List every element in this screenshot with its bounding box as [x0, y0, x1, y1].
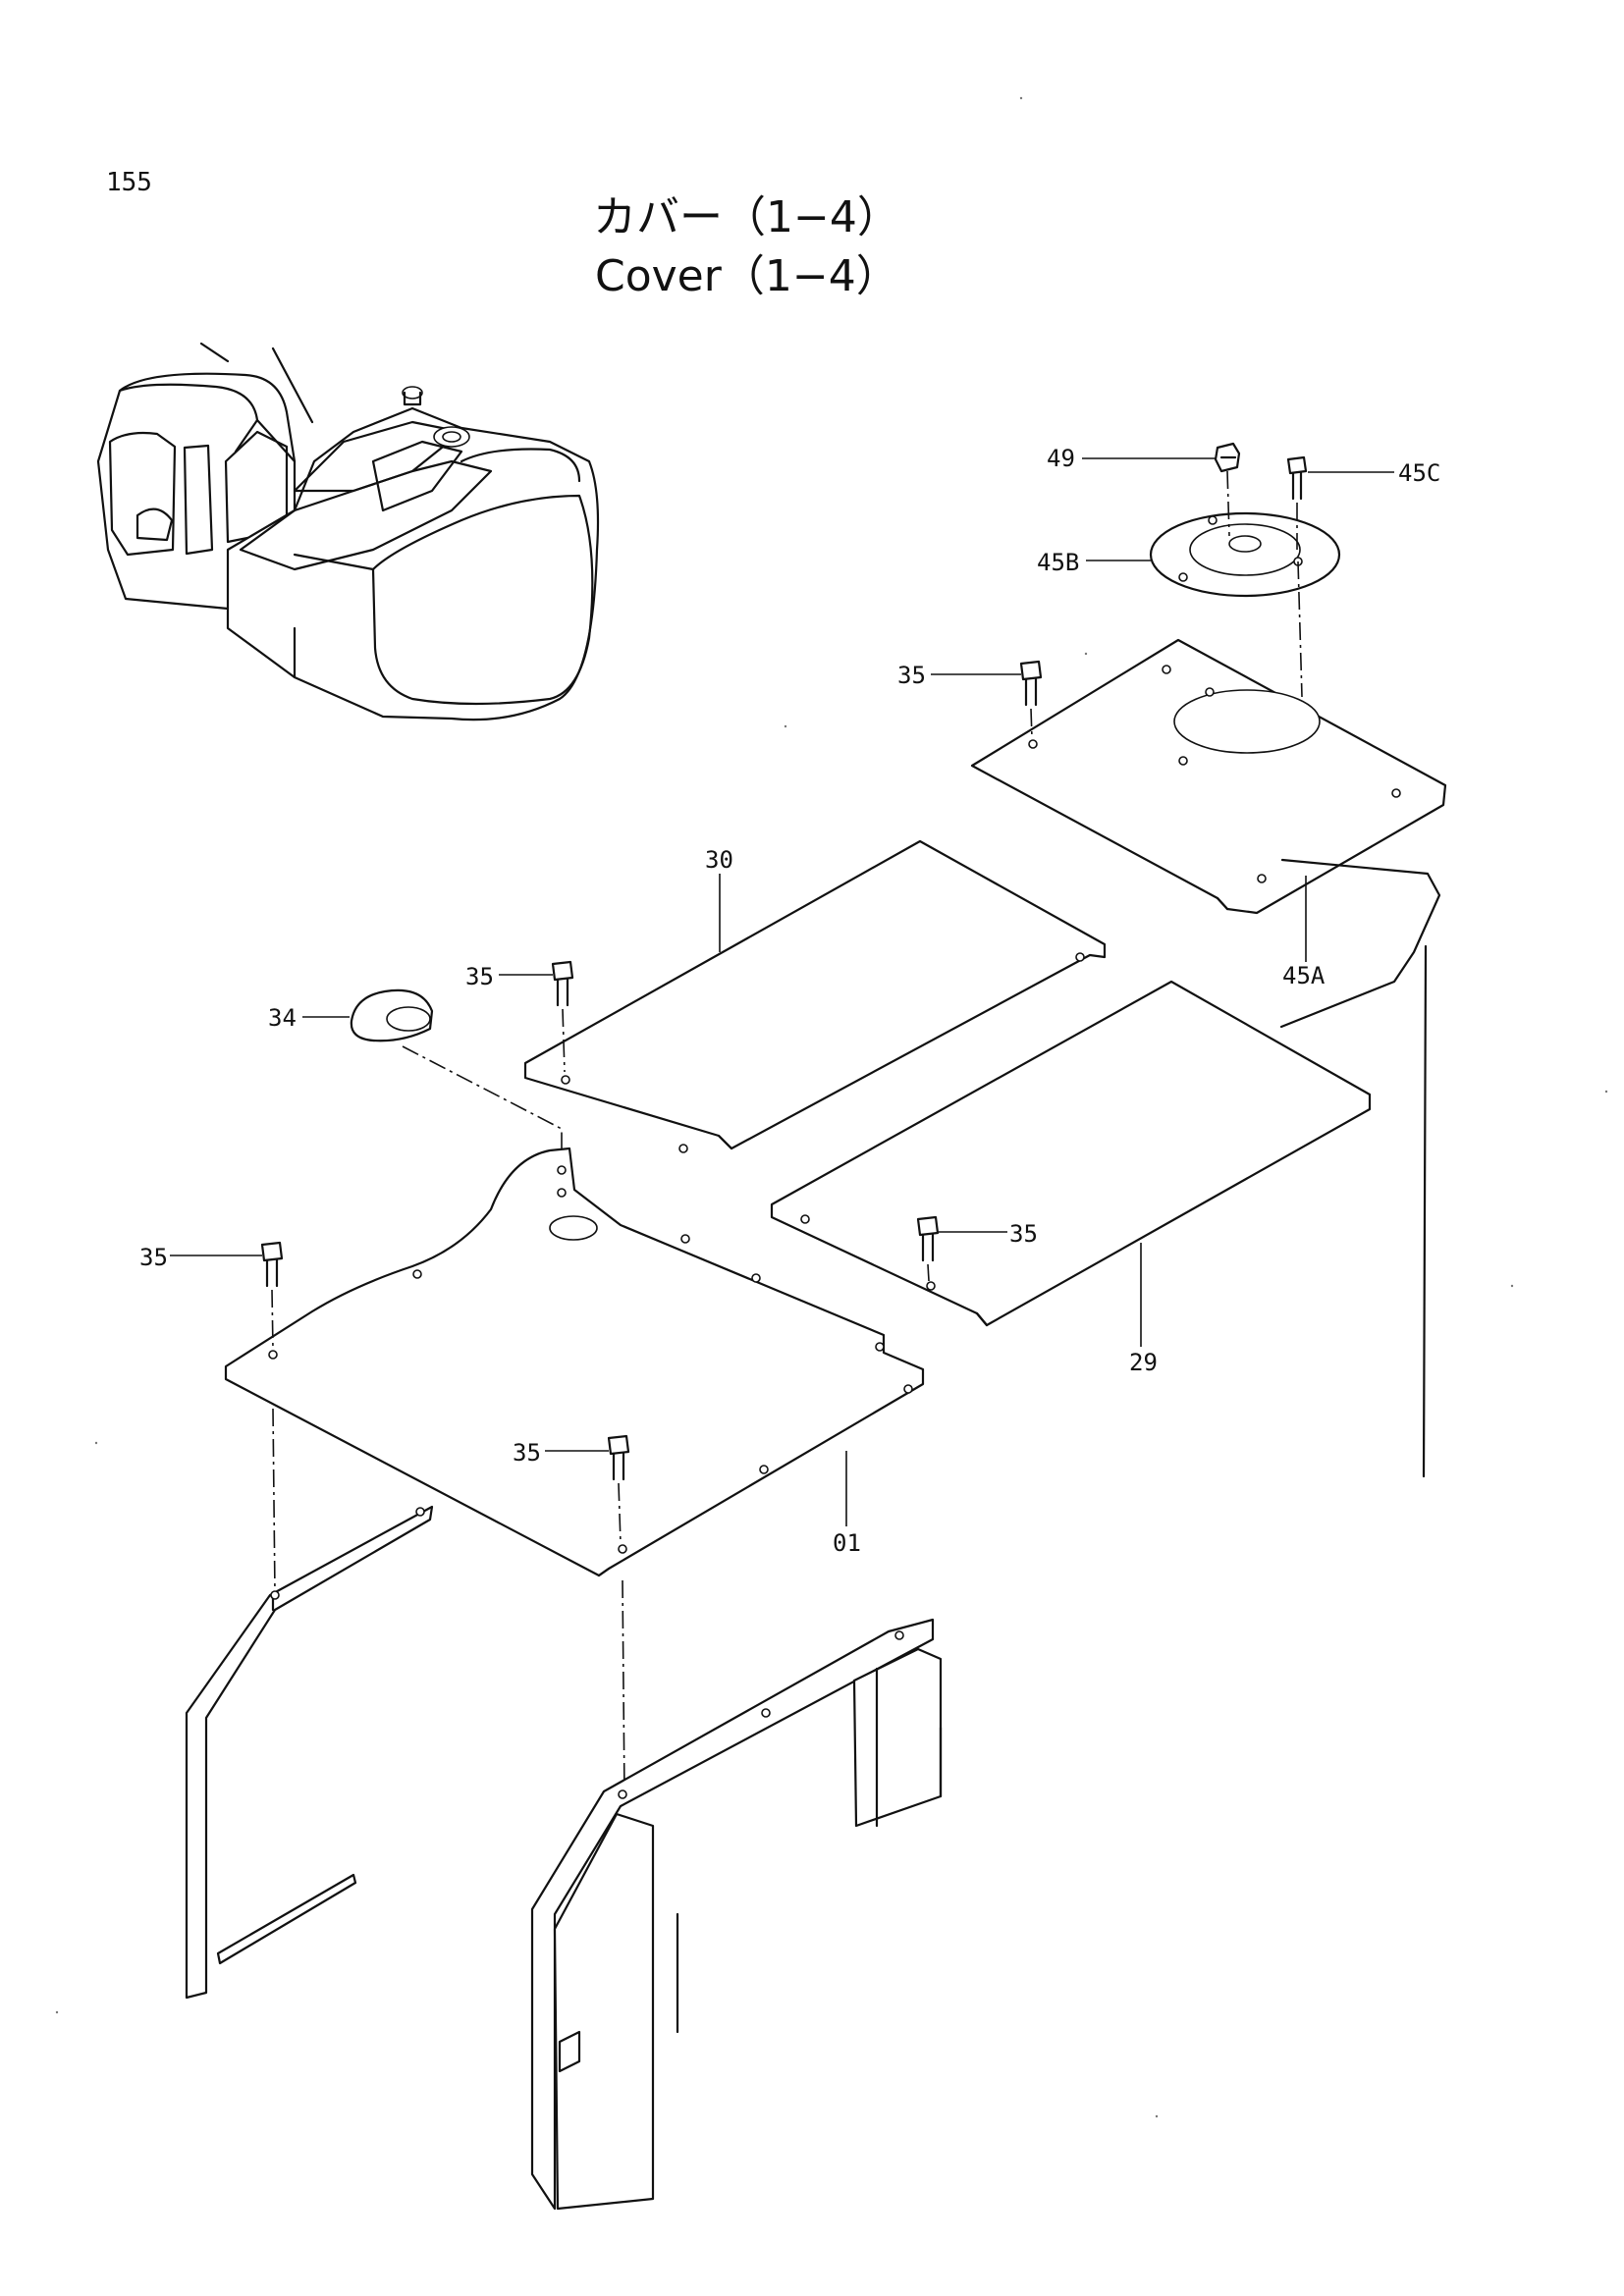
bolt-35-center	[916, 1215, 940, 1282]
bolt-35-upper-middle	[551, 960, 574, 1073]
part-01-floor-plate	[224, 1147, 925, 1577]
bolt-35-lower	[607, 1434, 630, 1797]
part-29-cover-plate	[770, 980, 1372, 1327]
callout-30: 30	[705, 846, 733, 874]
bolt-35-left	[260, 1241, 284, 1596]
callout-45A: 45A	[1282, 962, 1326, 989]
part-34-cap	[350, 988, 563, 1173]
side-bracket-right	[1279, 858, 1441, 1478]
frame-left	[185, 1505, 434, 2000]
callout-45B: 45B	[1037, 549, 1079, 576]
part-49-nut	[1214, 442, 1241, 537]
callout-49: 49	[1047, 445, 1075, 472]
callout-34: 34	[268, 1004, 297, 1032]
callout-35-center: 35	[1009, 1220, 1038, 1248]
page-number: 155	[106, 168, 152, 197]
callout-35-upper-middle: 35	[465, 963, 494, 990]
scan-specks	[55, 96, 1608, 2118]
excavator-overview-illustration	[96, 342, 600, 721]
callout-35-upper-right: 35	[897, 662, 926, 689]
callout-01: 01	[833, 1529, 861, 1557]
bolt-35-upper-right	[1019, 660, 1043, 739]
callout-35-lower: 35	[513, 1439, 541, 1467]
part-45A-cover-plate	[970, 638, 1447, 915]
callout-45C: 45C	[1398, 459, 1440, 487]
title-english: Cover（1−4）	[595, 251, 899, 301]
part-45B-flange-plate	[1149, 511, 1341, 598]
part-45C-bolt	[1286, 455, 1308, 698]
callout-29: 29	[1129, 1349, 1158, 1376]
part-30-cover-plate	[523, 839, 1107, 1153]
callout-leaders	[170, 457, 1394, 1526]
title-japanese: カバー（1−4）	[593, 192, 900, 242]
frame-right	[530, 1618, 943, 2211]
callout-35-left: 35	[139, 1244, 168, 1271]
